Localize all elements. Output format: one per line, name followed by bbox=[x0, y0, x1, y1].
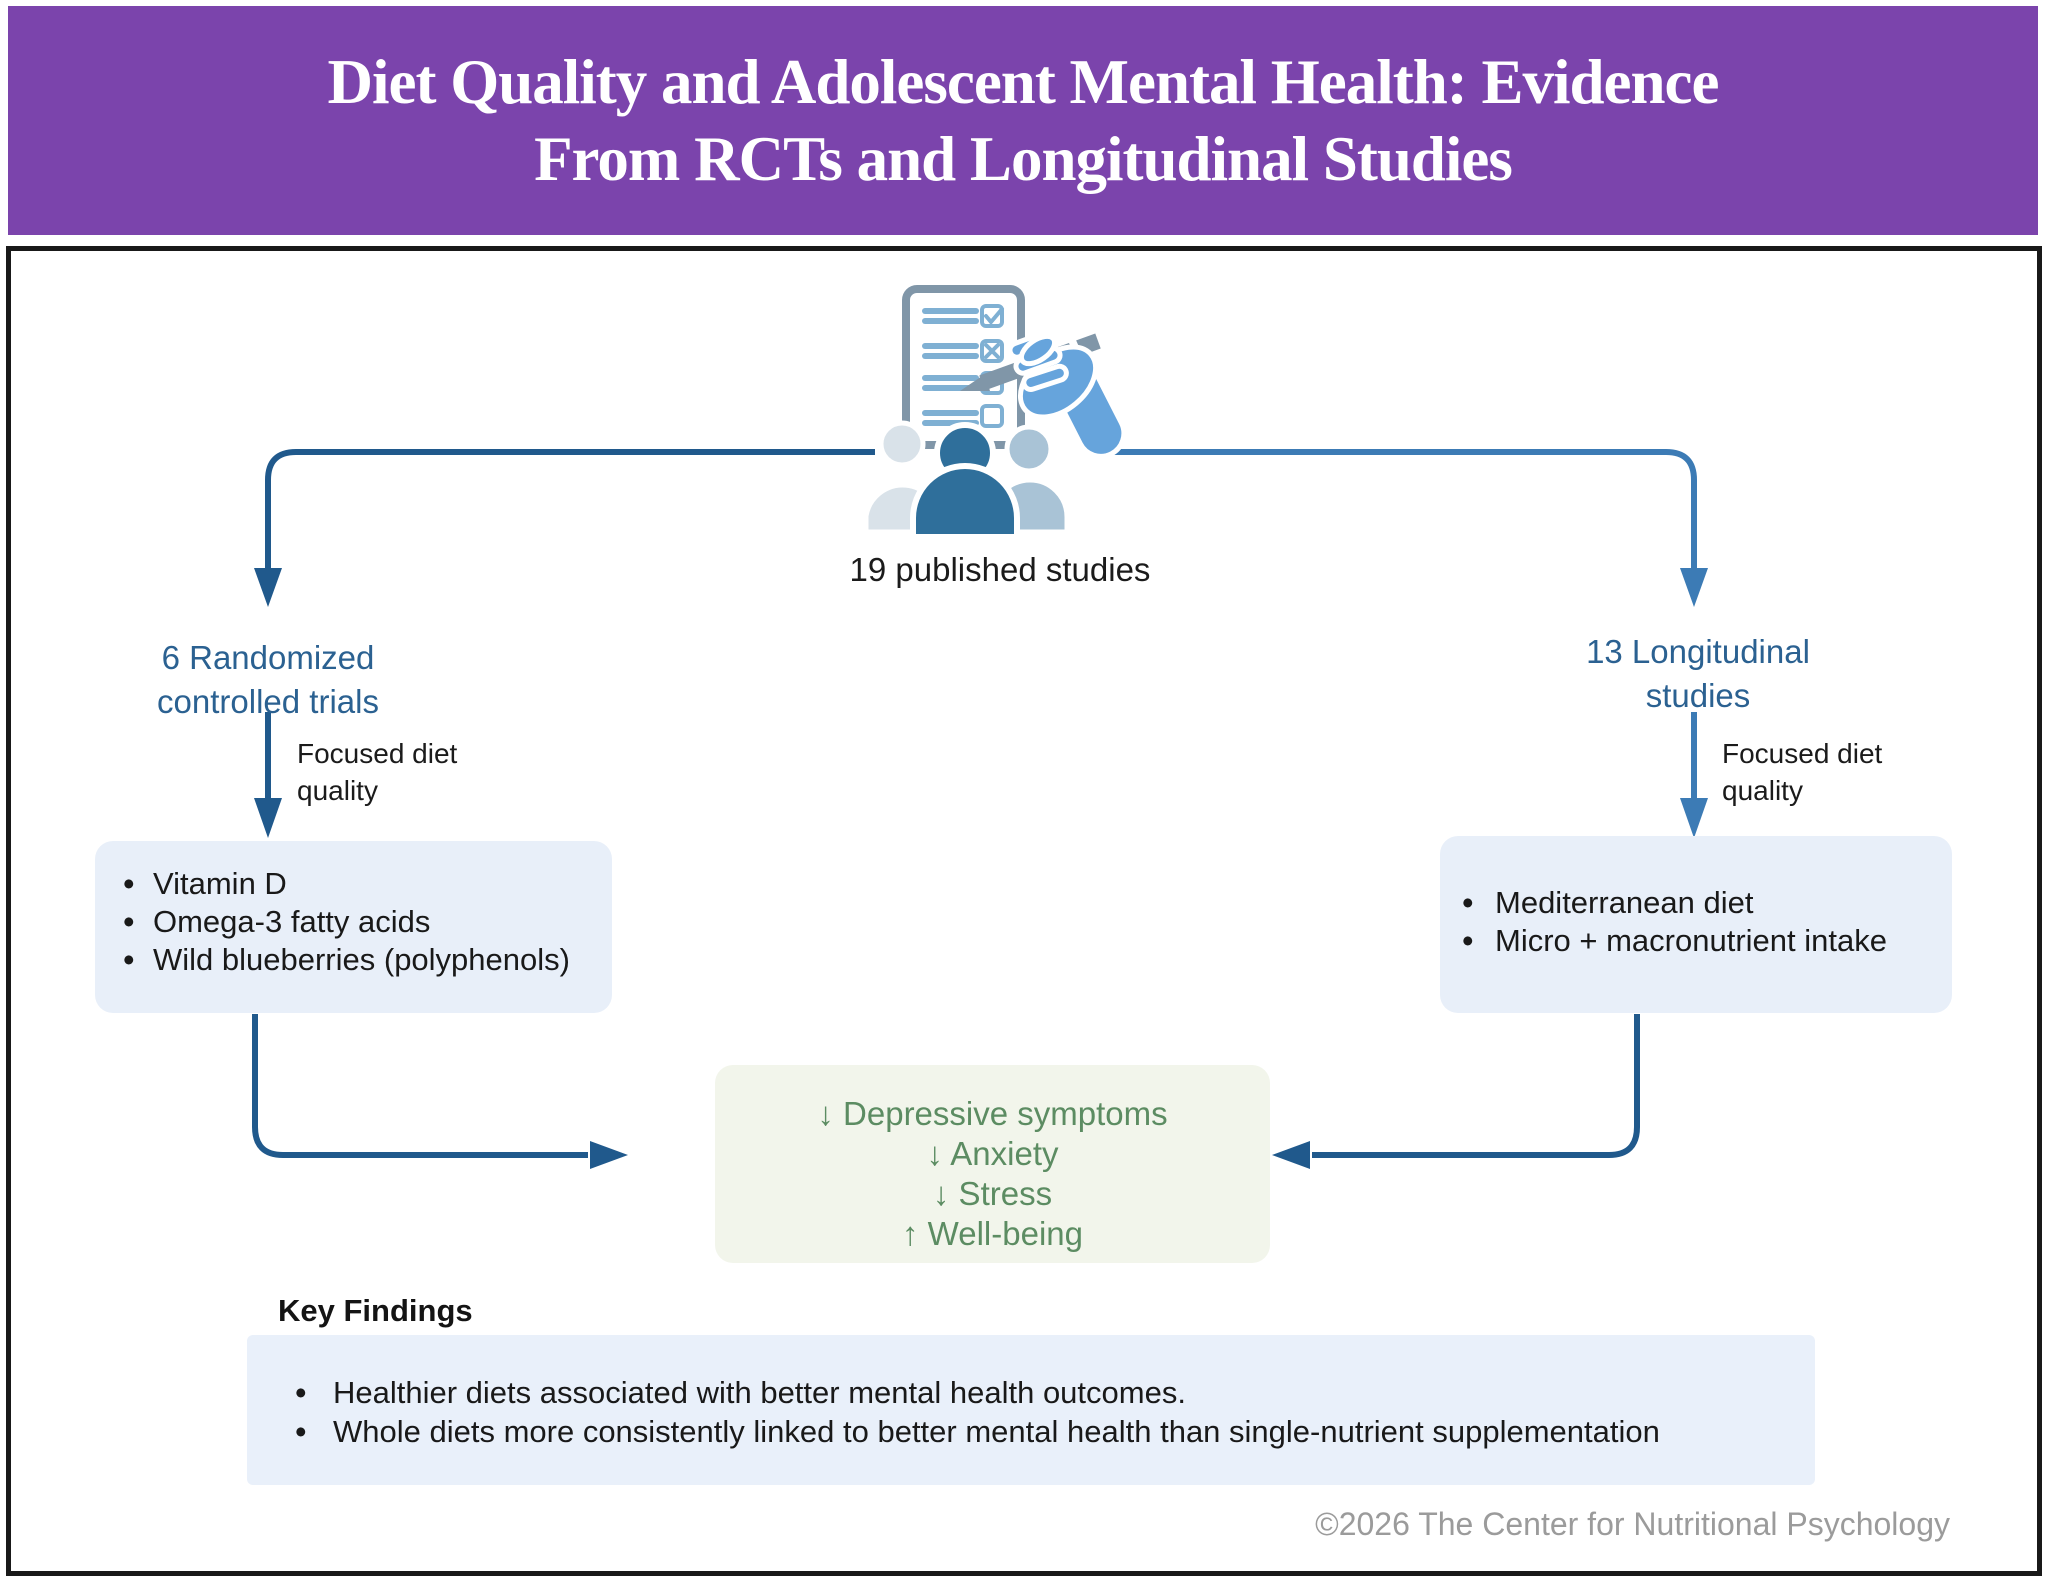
copyright-notice: ©2026 The Center for Nutritional Psychol… bbox=[1315, 1506, 1950, 1542]
rct-diet-items-box: Vitamin D Omega-3 fatty acids Wild blueb… bbox=[95, 841, 612, 1013]
rct-branch-title: 6 Randomized controlled trials bbox=[68, 636, 468, 724]
writing-hand-icon bbox=[1007, 331, 1127, 459]
rct-diet-items-list: Vitamin D Omega-3 fatty acids Wild blueb… bbox=[95, 865, 612, 979]
left-branch-connector bbox=[254, 449, 875, 607]
right-branch-connector bbox=[1113, 449, 1708, 607]
list-item: Wild blueberries (polyphenols) bbox=[95, 941, 612, 979]
list-item: Vitamin D bbox=[95, 865, 612, 903]
total-studies-label: 19 published studies bbox=[849, 551, 1151, 588]
longitudinal-diet-items-list: Mediterranean diet Micro + macronutrient… bbox=[1440, 884, 1952, 960]
left-outcome-connector bbox=[252, 1014, 628, 1169]
checkmark-icon bbox=[984, 307, 1004, 326]
outcome-stress: ↓ Stress bbox=[932, 1175, 1053, 1212]
right-focus-arrow bbox=[1680, 712, 1708, 838]
outcomes-box: ↓ Depressive symptoms ↓ Anxiety ↓ Stress… bbox=[715, 1065, 1270, 1263]
left-focus-arrow-label: Focused diet quality bbox=[297, 738, 458, 806]
key-findings-list: Healthier diets associated with better m… bbox=[247, 1373, 1815, 1451]
survey-checklist-people-icon bbox=[863, 285, 1127, 540]
outcome-wellbeing: ↑ Well-being bbox=[902, 1215, 1083, 1252]
longitudinal-branch-title-line-1: 13 Longitudinal bbox=[1586, 633, 1810, 670]
person-center bbox=[910, 422, 1020, 540]
longitudinal-diet-items-box: Mediterranean diet Micro + macronutrient… bbox=[1440, 836, 1952, 1013]
longitudinal-branch-title-line-2: studies bbox=[1645, 677, 1751, 714]
list-item: Micro + macronutrient intake bbox=[1440, 922, 1952, 960]
outcome-depressive-symptoms: ↓ Depressive symptoms bbox=[817, 1095, 1168, 1132]
left-focus-arrow bbox=[254, 712, 282, 838]
key-findings-heading: Key Findings bbox=[278, 1293, 473, 1328]
people-group-icon bbox=[863, 420, 1070, 540]
rct-branch-title-line-2: controlled trials bbox=[157, 683, 379, 720]
cross-icon bbox=[984, 343, 1000, 359]
list-item: Omega-3 fatty acids bbox=[95, 903, 612, 941]
rct-branch-title-line-1: 6 Randomized bbox=[161, 639, 375, 676]
page-title-line-2: From RCTs and Longitudinal Studies bbox=[534, 123, 1513, 194]
list-item: Whole diets more consistently linked to … bbox=[247, 1412, 1815, 1451]
list-item: Mediterranean diet bbox=[1440, 884, 1952, 922]
title-banner: Diet Quality and Adolescent Mental Healt… bbox=[8, 6, 2038, 235]
page-title-line-1: Diet Quality and Adolescent Mental Healt… bbox=[327, 46, 1720, 117]
right-outcome-connector bbox=[1272, 1014, 1640, 1169]
list-item: Healthier diets associated with better m… bbox=[247, 1373, 1815, 1412]
key-findings-box: Healthier diets associated with better m… bbox=[247, 1335, 1815, 1485]
longitudinal-branch-title: 13 Longitudinal studies bbox=[1494, 630, 1902, 718]
outcome-anxiety: ↓ Anxiety bbox=[926, 1135, 1059, 1172]
right-focus-arrow-label: Focused diet quality bbox=[1722, 738, 1883, 806]
